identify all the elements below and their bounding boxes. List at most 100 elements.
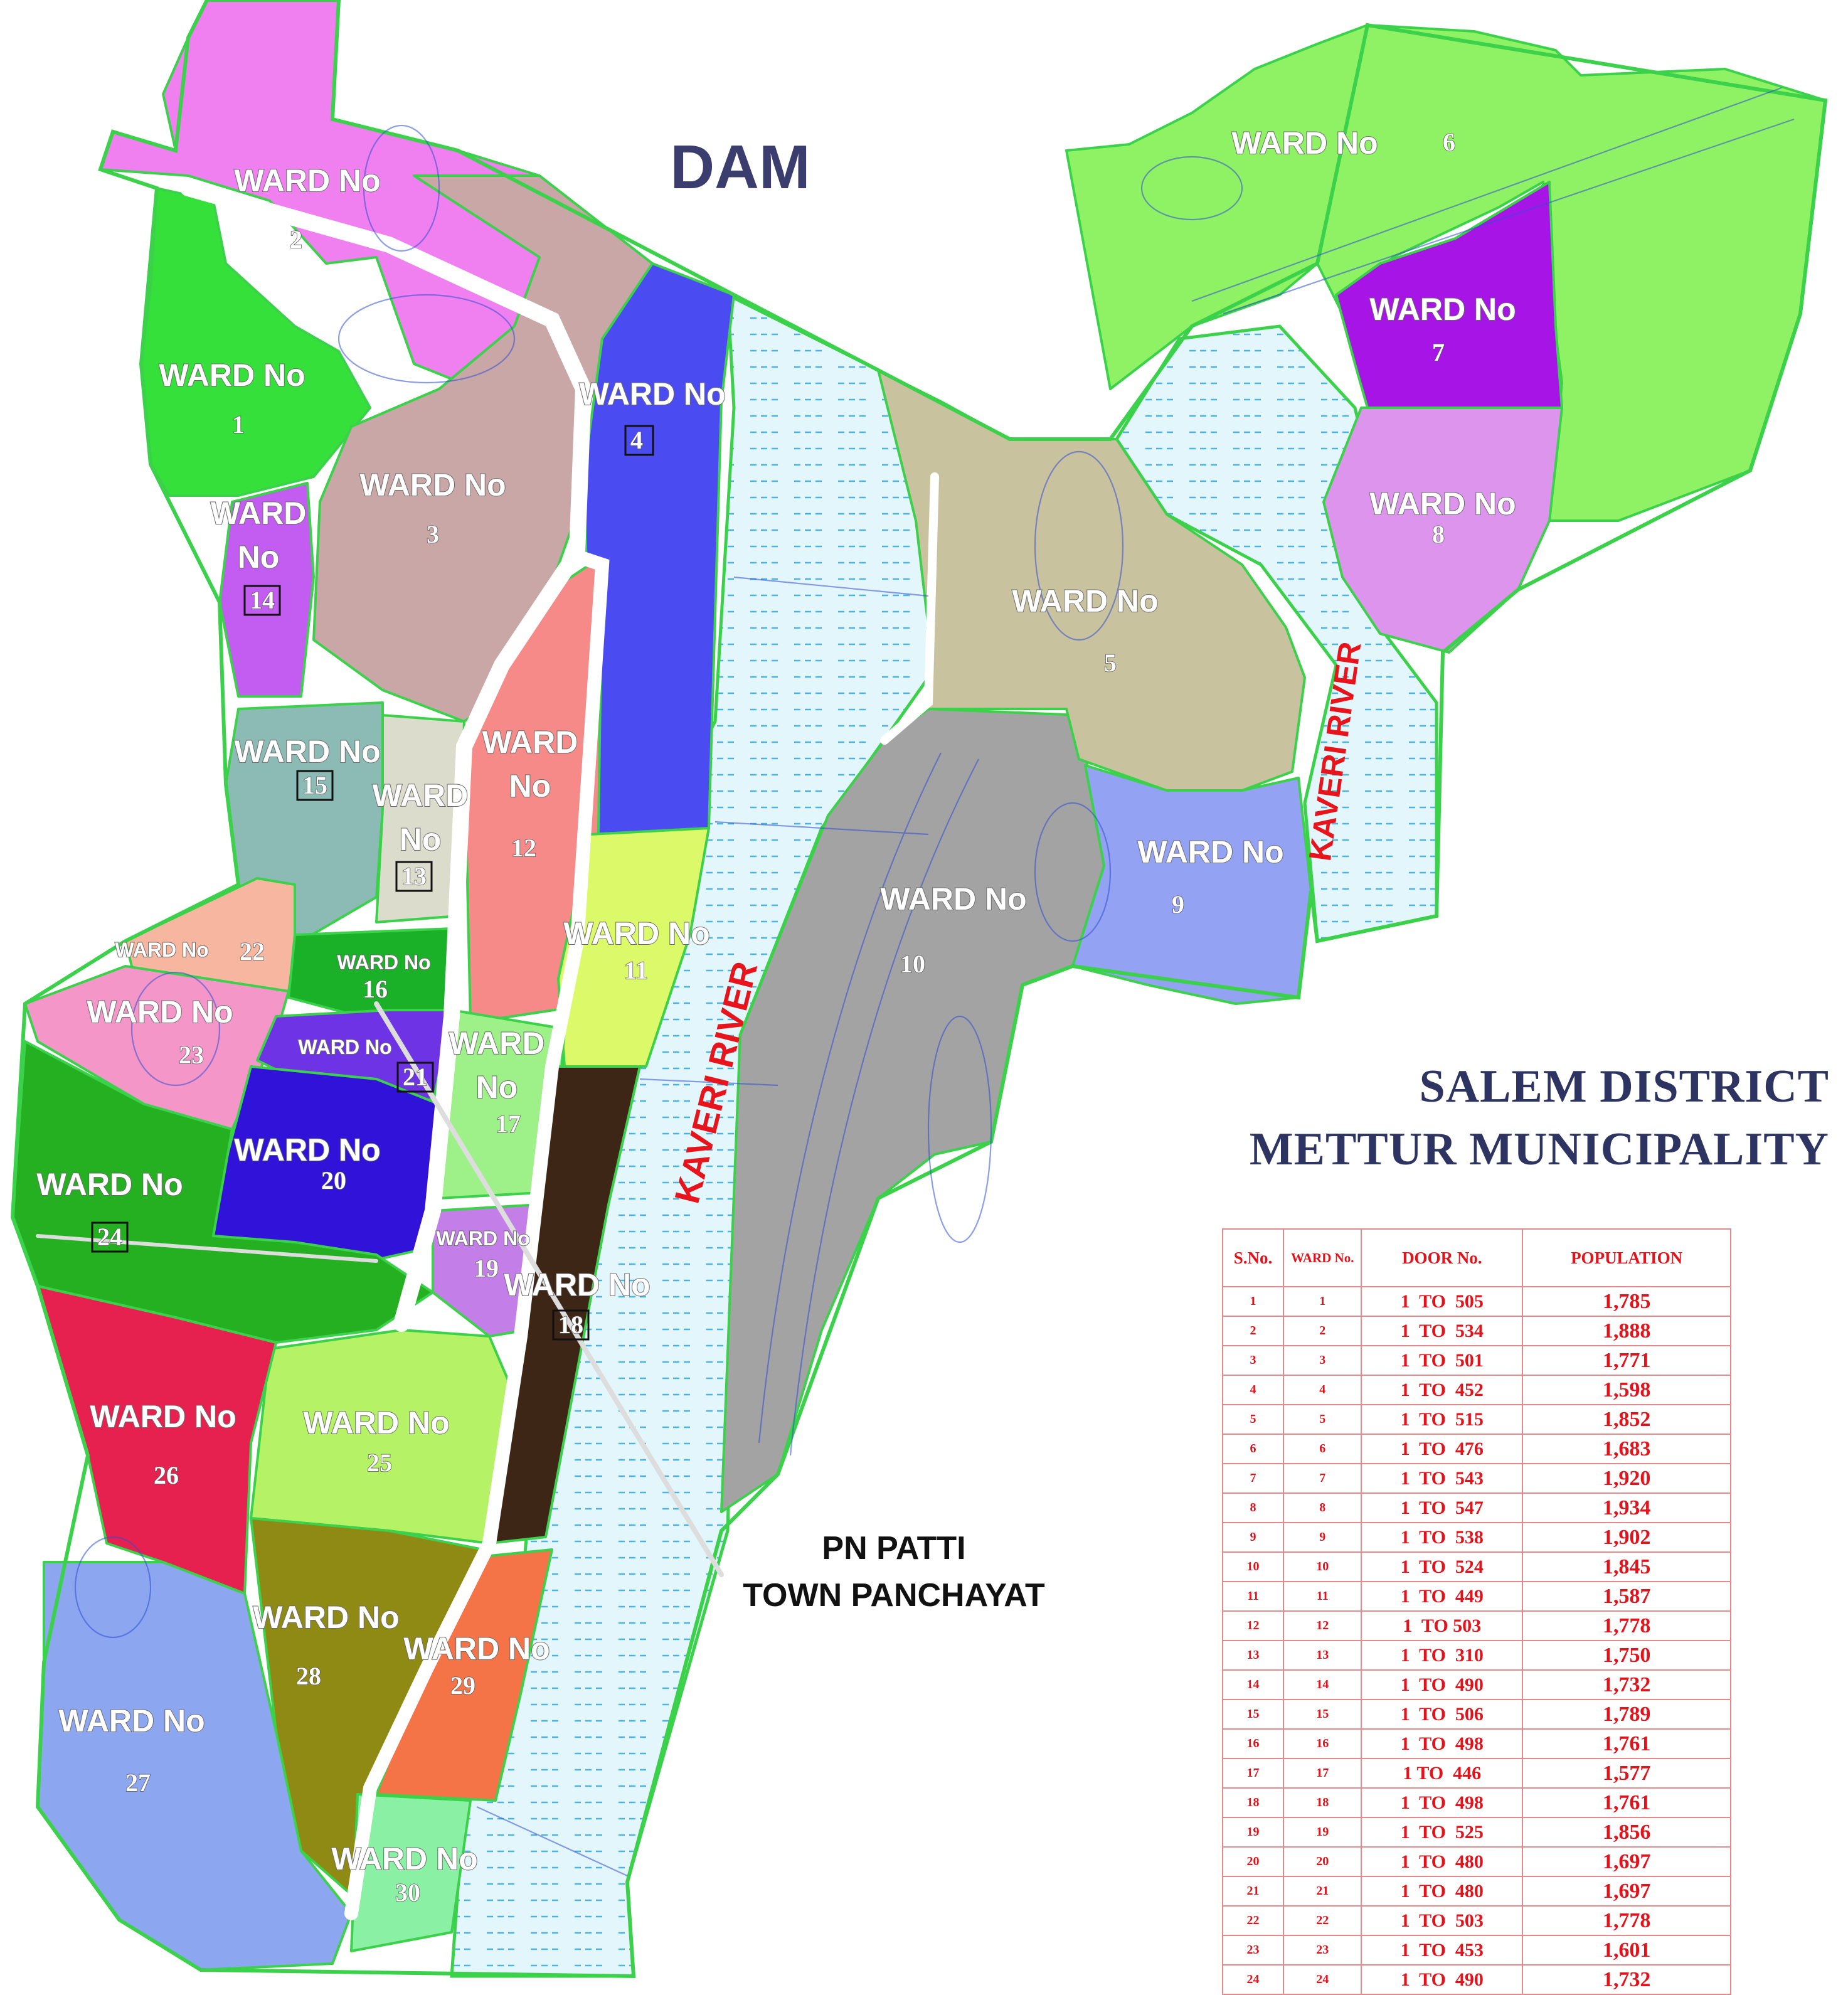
header-ward-no: WARD No.	[1283, 1228, 1362, 1287]
cell-ward-no: 7	[1283, 1463, 1362, 1494]
cell-door-no: 1 TO 498	[1361, 1787, 1524, 1818]
map-title-district: SALEM DISTRICT	[1419, 1061, 1829, 1112]
ward-number-9: 9	[1172, 890, 1184, 918]
cell-ward-no: 12	[1283, 1610, 1362, 1641]
cell-door-no: 1 TO 503	[1361, 1610, 1524, 1641]
cell-ward-no: 13	[1283, 1640, 1362, 1671]
cell-sno: 13	[1221, 1640, 1285, 1671]
ward-number-25: 25	[367, 1449, 392, 1477]
ward-number-18: 18	[558, 1311, 583, 1339]
cell-sno: 8	[1221, 1492, 1285, 1523]
ward-label-22: WARD No	[115, 939, 208, 961]
map-title-municipality: METTUR MUNICIPALITY	[1249, 1124, 1829, 1175]
ward-label-24: WARD No	[36, 1167, 183, 1202]
ward-label-26: WARD No	[90, 1399, 236, 1434]
ward-number-21: 21	[403, 1063, 428, 1091]
cell-door-no: 1 TO 501	[1361, 1345, 1524, 1376]
cell-population: 1,771	[1522, 1345, 1731, 1376]
cell-ward-no: 17	[1283, 1758, 1362, 1789]
cell-door-no: 1 TO 538	[1361, 1522, 1524, 1553]
cell-door-no: 1 TO 534	[1361, 1316, 1524, 1346]
cell-population: 1,601	[1522, 1935, 1731, 1966]
ward-label-20: WARD No	[234, 1132, 380, 1168]
ward-number-4: 4	[630, 426, 643, 454]
cell-sno: 6	[1221, 1434, 1285, 1464]
cell-ward-no: 6	[1283, 1434, 1362, 1464]
ward-label-8: WARD No	[1369, 486, 1516, 521]
cell-sno: 22	[1221, 1905, 1285, 1936]
ward-label-28: WARD No	[253, 1600, 399, 1635]
ward-number-box-14	[243, 585, 281, 616]
ward-number-box-21	[396, 1061, 434, 1093]
cell-sno: 16	[1221, 1728, 1285, 1759]
ward-label-1: WARD No	[159, 358, 305, 393]
ward-number-27: 27	[125, 1769, 151, 1797]
ward-label-30: WARD No	[331, 1841, 477, 1876]
cell-population: 1,934	[1522, 1492, 1731, 1523]
cell-population: 1,587	[1522, 1581, 1731, 1612]
ward-label-11: WARD No	[563, 916, 709, 951]
cell-door-no: 1 TO 505	[1361, 1286, 1524, 1317]
town-label-line-1: PN PATTI	[822, 1530, 965, 1567]
cell-door-no: 1 TO 547	[1361, 1492, 1524, 1523]
ward-label-2: WARD No	[234, 163, 380, 198]
ward-number-7: 7	[1432, 338, 1445, 366]
contour-lines	[74, 87, 1795, 1876]
table-header-row: S.No. WARD No. DOOR No. POPULATION	[1221, 1228, 1731, 1287]
ward-number-3: 3	[427, 520, 439, 548]
municipality-boundary	[10, 0, 1828, 1979]
cell-population: 1,778	[1522, 1610, 1731, 1641]
ward-area-6	[1065, 24, 1827, 522]
cell-population: 1,732	[1522, 1669, 1731, 1700]
cell-population: 1,888	[1522, 1316, 1731, 1346]
cell-population: 1,683	[1522, 1434, 1731, 1464]
cell-population: 1,920	[1522, 1463, 1731, 1494]
ward-number-box-18	[552, 1309, 590, 1341]
cell-sno: 10	[1221, 1551, 1285, 1582]
cell-sno: 15	[1221, 1699, 1285, 1730]
ward-number-13: 13	[401, 862, 427, 890]
ward-label-13: WARD	[373, 778, 469, 813]
cell-door-no: 1 TO 449	[1361, 1581, 1524, 1612]
cell-sno: 2	[1221, 1316, 1285, 1346]
cell-sno: 18	[1221, 1787, 1285, 1818]
cell-sno: 21	[1221, 1876, 1285, 1907]
ward-area-19	[432, 1203, 541, 1338]
cell-ward-no: 4	[1283, 1375, 1362, 1405]
cell-ward-no: 3	[1283, 1345, 1362, 1376]
ward-number-box-4	[624, 425, 654, 456]
cell-door-no: 1 TO 452	[1361, 1375, 1524, 1405]
cell-sno: 12	[1221, 1610, 1285, 1641]
ward-label-25: WARD No	[303, 1405, 449, 1440]
cell-ward-no: 1	[1283, 1286, 1362, 1317]
ward-label-12: No	[509, 769, 551, 804]
cell-sno: 3	[1221, 1345, 1285, 1376]
ward-number-box-15	[296, 770, 334, 801]
cell-ward-no: 9	[1283, 1522, 1362, 1553]
ward-number-15: 15	[302, 771, 327, 799]
ward-label-19: WARD No	[436, 1227, 529, 1250]
cell-ward-no: 23	[1283, 1935, 1362, 1966]
ward-label-7: WARD No	[1369, 292, 1516, 327]
ward-shapes	[11, 0, 1827, 1971]
ward-label-21: WARD No	[298, 1036, 391, 1058]
cell-sno: 23	[1221, 1935, 1285, 1966]
cell-population: 1,761	[1522, 1787, 1731, 1818]
cell-door-no: 1 TO 506	[1361, 1699, 1524, 1730]
ward-number-22: 22	[240, 937, 265, 966]
ward-number-12: 12	[511, 834, 536, 862]
